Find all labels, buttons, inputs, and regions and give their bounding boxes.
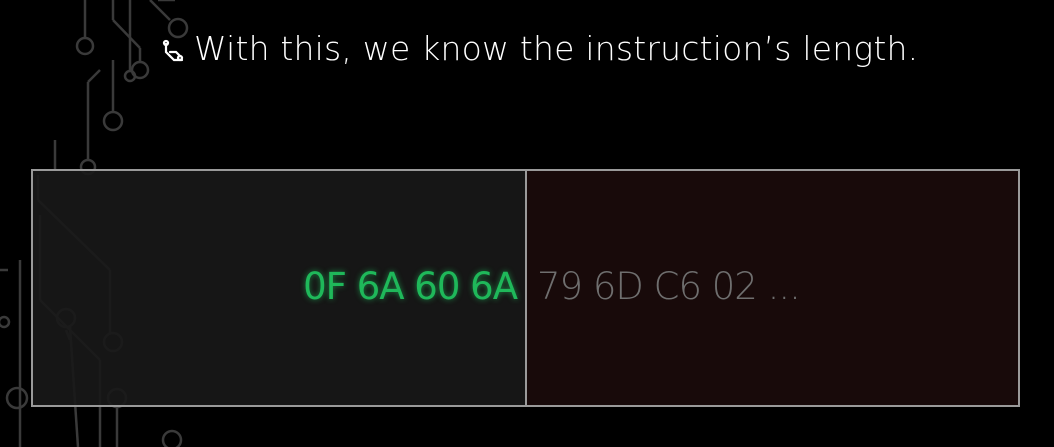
remaining-bytes-cell: 79 6D C6 02 ... — [527, 171, 1018, 405]
instruction-byte-box: 0F 6A 60 6A 79 6D C6 02 ... — [31, 169, 1020, 407]
bullet-point: With this, we know the instruction’s len… — [160, 28, 918, 68]
remaining-bytes: 79 6D C6 02 ... — [537, 264, 801, 308]
known-bytes-cell: 0F 6A 60 6A — [33, 171, 527, 405]
known-bytes: 0F 6A 60 6A — [303, 264, 518, 308]
circuit-bullet-icon — [162, 39, 184, 62]
bullet-text: With this, we know the instruction’s len… — [194, 28, 919, 68]
